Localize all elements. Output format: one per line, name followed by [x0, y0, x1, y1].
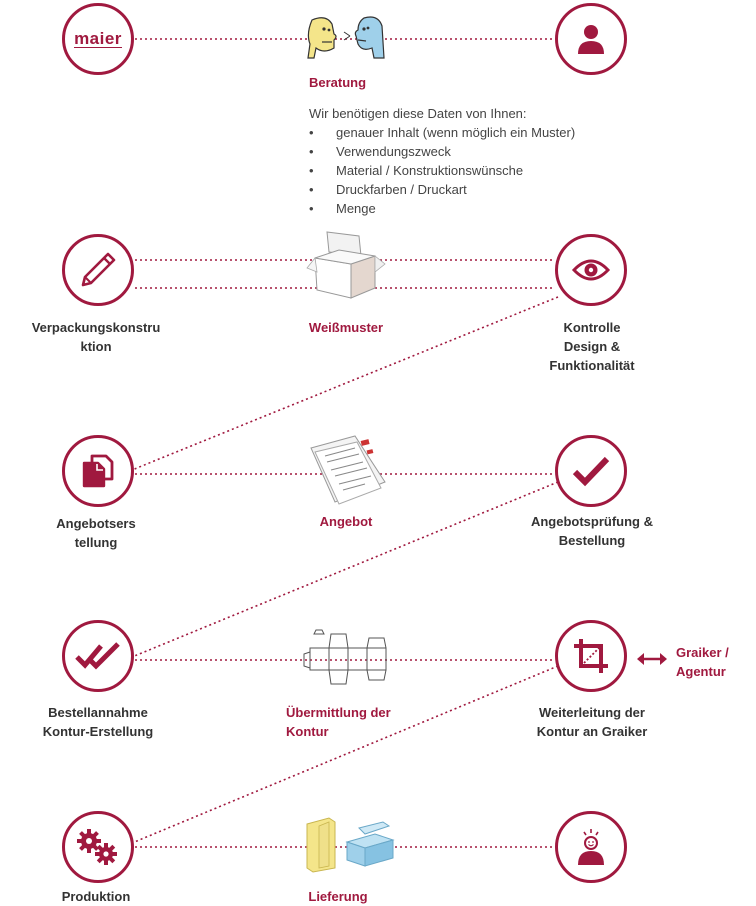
happy-customer-circle [555, 811, 627, 883]
pencil-icon [81, 252, 116, 287]
list-item: Druckfarben / Druckart [309, 180, 639, 199]
label-line: Kontur an Graiker [536, 724, 648, 739]
person-icon [578, 25, 604, 54]
forwarding-circle [555, 620, 627, 692]
list-item: Material / Konstruktionswünsche [309, 161, 639, 180]
beratung-intro-block: Wir benötigen diese Daten von Ihnen: gen… [309, 104, 639, 218]
control-circle [555, 234, 627, 306]
quote-creation-circle [62, 435, 134, 507]
label-line: Funktionalität [549, 358, 635, 373]
label-line: Kontrolle [563, 320, 621, 335]
label-line: Kontur [286, 724, 329, 739]
two-heads-talking-illustration [304, 14, 388, 62]
checkmark-icon [572, 456, 610, 487]
maier-logo-circle: maier [62, 3, 134, 75]
label-line: Übermittlung der [286, 705, 391, 720]
connector-control-to-quote [131, 296, 559, 471]
double-checkmark-icon [75, 642, 120, 670]
list-item: Verwendungszweck [309, 142, 639, 161]
label-line: Design & [563, 339, 621, 354]
connector-order-to-acceptance [131, 481, 559, 658]
label-line: Produktion [61, 889, 131, 904]
weissmuster-label: Weißmuster [262, 318, 430, 337]
label-line: Lieferung [308, 889, 368, 904]
angebot-label: Angebot [262, 512, 430, 531]
verpackungskonstruktion-label: Verpackungskonstru ktion [20, 318, 172, 356]
beratung-requirements-list: genauer Inhalt (wenn möglich ein Muster)… [309, 123, 639, 218]
produktion-label: Produktion [20, 887, 172, 906]
box-die-line-illustration [302, 626, 394, 692]
kontrolle-label: Kontrolle Design & Funktionalität [512, 318, 672, 375]
label-line: Bestellung [558, 533, 626, 548]
label-line: Angebot [319, 514, 373, 529]
label-line: Angebotsprüfung & [530, 514, 654, 529]
label-line: tellung [74, 535, 118, 550]
gears-icon [77, 829, 117, 865]
list-item: genauer Inhalt (wenn möglich ein Muster) [309, 123, 639, 142]
angebotserstellung-label: Angebotsers tellung [20, 514, 172, 552]
label-line: Weiterleitung der [539, 705, 645, 720]
paper-stack-illustration [305, 430, 391, 510]
label-line: Agentur [676, 664, 726, 679]
crop-icon [574, 639, 608, 673]
label-line: Graiker / [676, 645, 729, 660]
angebotspruefung-label: Angebotsprüfung & Bestellung [507, 512, 677, 550]
design-circle [62, 234, 134, 306]
bestellannahme-label: Bestellannahme Kontur-Erstellung [20, 703, 176, 741]
label-line: ktion [80, 339, 112, 354]
production-circle [62, 811, 134, 883]
lieferung-label: Lieferung [262, 887, 414, 906]
beratung-intro: Wir benötigen diese Daten von Ihnen: [309, 106, 527, 121]
beratung-title: Beratung [309, 75, 367, 90]
white-folding-box-illustration [305, 228, 387, 304]
grafiker-label: Graiker / Agentur [676, 643, 746, 681]
double-arrow-icon [637, 653, 667, 665]
customer-circle [555, 3, 627, 75]
maier-logo-text: maier [74, 28, 122, 48]
label-line: Verpackungskonstru [31, 320, 161, 335]
connector-forward-to-production [131, 665, 559, 844]
documents-icon [82, 454, 114, 488]
colored-boxes-illustration [303, 812, 397, 874]
order-acceptance-circle [62, 620, 134, 692]
label-line: Bestellannahme [48, 705, 148, 720]
maier-logo: maier [74, 28, 122, 48]
label-line: Angebotsers [56, 516, 136, 531]
uebermittlung-label: Übermittlung der Kontur [286, 703, 416, 741]
quote-check-circle [555, 435, 627, 507]
weiterleitung-label: Weiterleitung der Kontur an Graiker [512, 703, 672, 741]
label-line: Kontur-Erstellung [42, 724, 154, 739]
label-line: Weißmuster [308, 320, 384, 335]
list-item: Menge [309, 199, 639, 218]
happy-person-icon [578, 829, 604, 865]
eye-icon [571, 259, 611, 281]
